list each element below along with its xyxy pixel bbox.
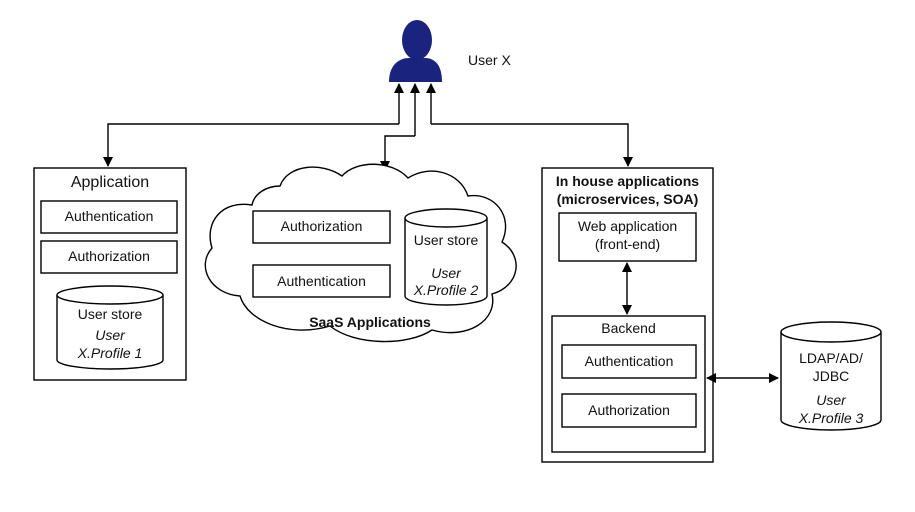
web-application-label: Web application bbox=[577, 218, 678, 234]
application-store-profile: X.Profile 1 bbox=[77, 345, 143, 361]
inhouse-block bbox=[541, 167, 714, 463]
inhouse-authorization-label: Authorization bbox=[588, 402, 670, 418]
ldap-label-line2: JDBC bbox=[812, 368, 850, 384]
inhouse-authorization-box bbox=[561, 393, 697, 428]
user-icon bbox=[389, 20, 442, 82]
inhouse-authentication-label: Authentication bbox=[584, 353, 674, 369]
backend-title: Backend bbox=[601, 320, 656, 336]
application-title: Application bbox=[70, 174, 150, 191]
backend-box bbox=[551, 315, 706, 453]
web-application-box bbox=[558, 212, 697, 262]
connector-user-saas bbox=[380, 83, 420, 171]
application-authorization-box bbox=[40, 240, 178, 274]
ldap-store-profile: X.Profile 3 bbox=[798, 410, 864, 426]
ldap-cylinder bbox=[780, 321, 882, 431]
application-authentication-label: Authentication bbox=[64, 208, 154, 224]
ldap-label-line1: LDAP/AD/ bbox=[799, 350, 863, 366]
connector-user-application bbox=[103, 83, 404, 167]
saas-title: SaaS Applications bbox=[309, 314, 431, 330]
user-label: User X bbox=[468, 52, 511, 68]
application-user-store-cylinder bbox=[56, 285, 164, 370]
saas-authentication-box bbox=[252, 264, 391, 298]
application-store-user: User bbox=[95, 327, 125, 343]
saas-store-title: User store bbox=[413, 232, 479, 248]
inhouse-title-line2: (microservices, SOA) bbox=[556, 191, 699, 207]
inhouse-authentication-box bbox=[561, 344, 697, 379]
web-application-sublabel: (front-end) bbox=[594, 236, 661, 252]
ldap-store-user: User bbox=[816, 392, 846, 408]
application-authorization-label: Authorization bbox=[68, 248, 150, 264]
inhouse-title-line1: In house applications bbox=[555, 173, 700, 189]
saas-authorization-label: Authorization bbox=[280, 218, 363, 234]
saas-store-profile: X.Profile 2 bbox=[413, 282, 479, 298]
connector-user-inhouse bbox=[426, 83, 633, 167]
saas-user-store-cylinder bbox=[404, 208, 488, 306]
application-authentication-box bbox=[40, 200, 178, 234]
application-store-title: User store bbox=[77, 306, 143, 322]
saas-store-user: User bbox=[431, 265, 461, 281]
saas-authorization-box bbox=[252, 210, 391, 244]
saas-authentication-label: Authentication bbox=[277, 273, 366, 289]
